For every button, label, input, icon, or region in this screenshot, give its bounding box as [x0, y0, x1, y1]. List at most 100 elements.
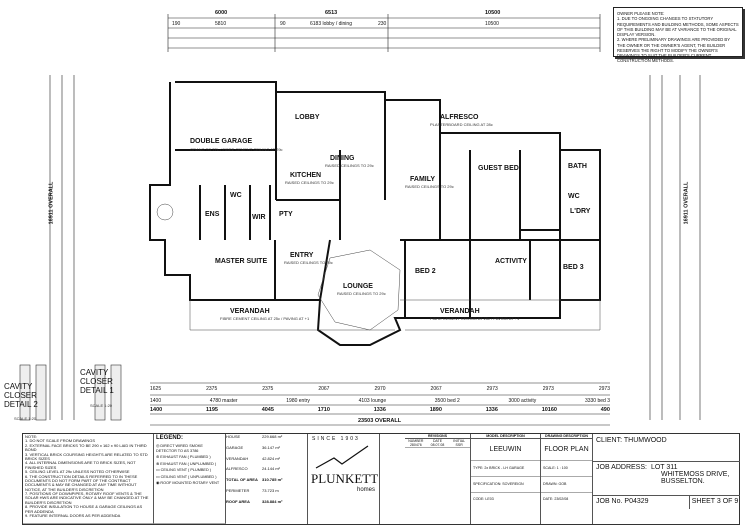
client-name: CLIENT: THUMWOOD: [593, 434, 740, 462]
room-sub: RAISED CEILINGS TO 29c: [405, 184, 454, 189]
dim-top-sub: 5810: [215, 21, 227, 27]
smoke-detector-icon: ◎: [156, 444, 161, 449]
drawing-description: DRAWING DESCRIPTION FLOOR PLAN SCALE: 1 …: [541, 434, 593, 524]
note-item: 4. ALL INTERNAL DIMENSIONS ARE TO BRICK …: [25, 460, 136, 470]
rev-cell: 280476: [409, 443, 422, 447]
notes-title: NOTE:: [25, 434, 38, 439]
brand-logo: SINCE 1903 PLUNKETT homes: [308, 434, 380, 524]
title-block: NOTE: 1. DO NOT SCALE FROM DRAWINGS 2. E…: [22, 433, 740, 525]
job-address-label: JOB ADDRESS:: [596, 464, 647, 471]
brand-since: SINCE 1903: [312, 436, 360, 442]
room-sub: GRANO TO TFL / FIBRE CEMENT CEILING AT 2…: [190, 147, 283, 152]
job-number: JOB No. P04329: [593, 496, 690, 509]
rev-header: INITIAL: [453, 439, 466, 443]
area-label: ROOF AREA: [226, 498, 250, 504]
room-activity: ACTIVITY: [495, 258, 527, 265]
model-header: MODEL DESCRIPTION: [471, 434, 540, 439]
dim-top-sub: 10500: [485, 21, 499, 27]
dim: 1890: [429, 407, 442, 413]
model-code: CODE: LE03: [473, 497, 494, 501]
room-entry: ENTRY: [290, 252, 314, 259]
dim: 2375: [262, 386, 274, 392]
dim: 2375: [206, 386, 218, 392]
legend-label: DIRECT WIRED SMOKE DETECTOR TO AS 3786: [156, 444, 203, 453]
legend-item: ◎ DIRECT WIRED SMOKE DETECTOR TO AS 3786: [156, 444, 223, 453]
dim: 1336: [485, 407, 498, 413]
rotary-vent-icon: ◉: [156, 481, 161, 486]
area-label: ALFRESCO: [226, 466, 248, 472]
area-value: 42.824 m²: [262, 455, 281, 461]
detail-title: CAVITY CLOSER DETAIL 2: [4, 382, 38, 410]
dim: 1980 entry: [286, 398, 310, 404]
brand-sub: homes: [356, 487, 375, 493]
sheet-number: SHEET 3 OF 9: [691, 498, 739, 505]
dim: 1710: [317, 407, 330, 413]
dim: 4103 lounge: [358, 398, 387, 404]
room-bed-3: BED 3: [563, 264, 584, 271]
area-value: 328.884 m²: [262, 498, 283, 504]
ceiling-vent-plumbed-icon: ▭: [156, 468, 161, 473]
dim: 2067: [318, 386, 330, 392]
room-sub: RAISED CEILINGS TO 29c: [337, 291, 386, 296]
room-kitchen: KITCHEN: [290, 172, 322, 179]
model-name: LEEUWIN: [471, 439, 540, 461]
note-item: 3. VERTICAL BRICK COURSING HEIGHTS ARE R…: [25, 451, 148, 461]
note-item: 6. THE CONSTRUCTION DETAILS REFERRED TO …: [25, 473, 138, 492]
dim: 490: [600, 407, 610, 413]
room-bath: BATH: [568, 163, 587, 170]
room-sub: PLASTERBOARD CEILING AT 28c: [430, 122, 493, 127]
room-sub: RAISED CEILINGS TO 29c: [325, 163, 374, 168]
rev-header: NUMBER: [408, 439, 424, 443]
dim: 1400: [150, 398, 162, 404]
legend-item: ◉ ROOF MOUNTED ROTARY VENT: [156, 481, 223, 486]
area-label: GARAGE: [226, 444, 244, 450]
detail-scale: SCALE 1:20: [14, 416, 37, 421]
room-master-suite: MASTER SUITE: [215, 258, 268, 265]
legend-title: LEGEND:: [156, 435, 183, 441]
room-wc: WC: [568, 193, 580, 200]
dim-top-sub: 190: [172, 21, 181, 27]
dim-right-overall: 16911 OVERALL: [683, 181, 690, 225]
rev-cell: SSR: [455, 443, 463, 447]
model-spec: SPECIFICATION: SOVEREIGN: [471, 477, 540, 493]
drawing-date: DATE: 23/02/08: [543, 497, 569, 501]
job-address-line: WHITEMOSS DRIVE,: [660, 471, 730, 478]
area-value: 24.144 m²: [262, 466, 281, 472]
dim: 3000 activity: [508, 398, 537, 404]
exhaust-fan-unplumbed-icon: ⊗: [156, 461, 161, 466]
room-sub: FIBRE CEMENT CEILING AT 25c / PAVING AT …: [220, 316, 310, 321]
drawing-name: FLOOR PLAN: [541, 439, 592, 461]
dim: 3500 bed 2: [434, 398, 460, 404]
area-label: VERANDAH: [226, 455, 249, 461]
brand-name: PLUNKETT: [311, 471, 379, 486]
floor-plan-drawing: [19, 14, 701, 426]
note-item: 2. EXTERNAL FACE BRICKS TO BE 290 x 162 …: [25, 442, 147, 453]
dim: 2970: [374, 386, 386, 392]
room-pantry: PTY: [279, 211, 293, 218]
owner-note-title: OWNER PLEASE NOTE:: [617, 11, 665, 16]
dim: 1400: [150, 407, 163, 413]
dim: 2973: [542, 386, 554, 392]
area-value: 229.668 m²: [262, 434, 283, 439]
area-label: PERIMETER: [226, 487, 250, 493]
room-lounge: LOUNGE: [343, 283, 373, 290]
legend-label: ROOF MOUNTED ROTARY VENT: [160, 481, 220, 486]
area-label: TOTAL OF AREA: [226, 477, 258, 483]
dim: 1336: [373, 407, 386, 413]
room-lobby: LOBBY: [295, 114, 320, 121]
room-bed-2: BED 2: [415, 268, 436, 275]
room-verandah: VERANDAH: [230, 308, 270, 315]
dim-top: 10500: [485, 10, 501, 16]
legend-panel: LEGEND: ◎ DIRECT WIRED SMOKE DETECTOR TO…: [154, 434, 226, 524]
room-dining: DINING: [330, 155, 355, 162]
room-double-garage: DOUBLE GARAGE: [190, 138, 253, 145]
owner-note: OWNER PLEASE NOTE: 1. DUE TO ONGOING CHA…: [613, 7, 743, 63]
room-sub: RAISED CEILINGS TO 29c: [284, 260, 333, 265]
dim-top-sub: 230: [378, 21, 387, 27]
model-type: TYPE: 2x BRICK - LH GARAGE: [471, 461, 540, 477]
note-item: 1. DO NOT SCALE FROM DRAWINGS: [25, 438, 96, 444]
revisions-title: REVISIONS: [405, 434, 470, 439]
